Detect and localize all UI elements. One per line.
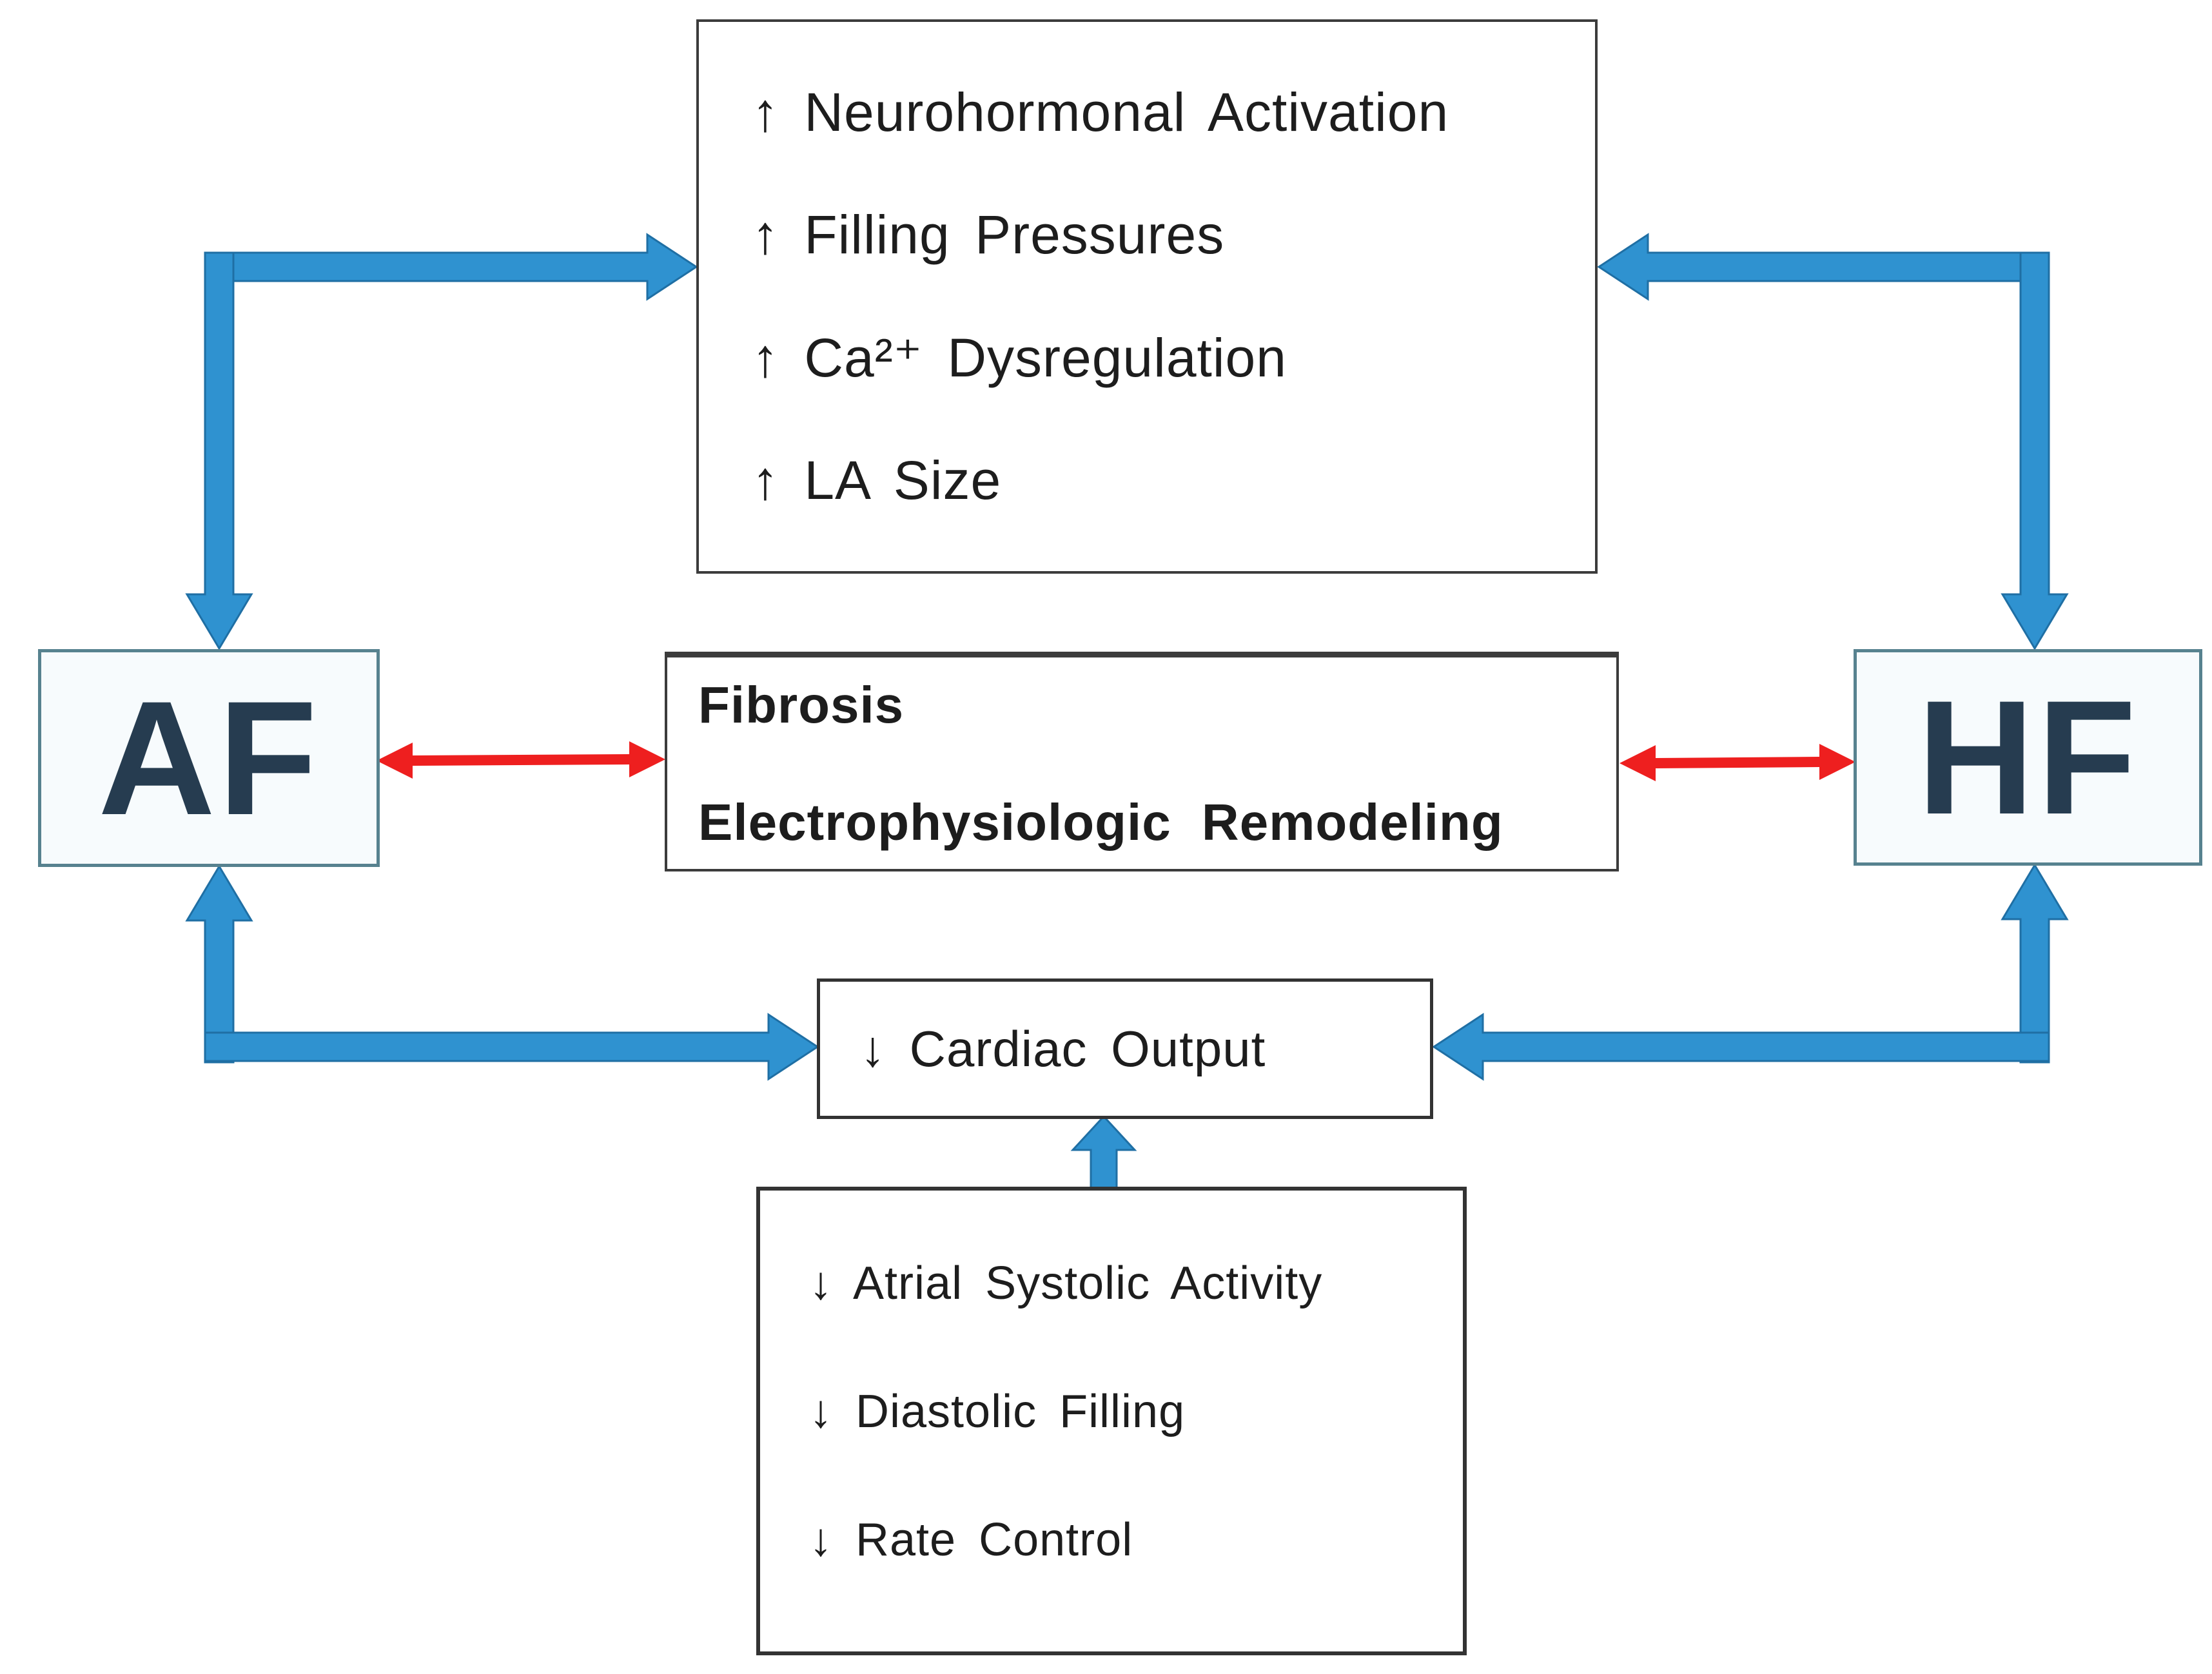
hf-topbox-arrow-left-icon — [1597, 233, 2050, 301]
topbox-hf-arrow-down-icon — [2001, 251, 2069, 650]
af-label: AF — [98, 667, 320, 849]
remodeling-hf-double-arrow-icon — [1620, 744, 1855, 781]
factor-atrial-systolic-activity: ↓ Atrial Systolic Activity — [809, 1257, 1323, 1309]
factor-diastolic-filling: ↓ Diastolic Filling — [809, 1385, 1186, 1437]
af-remodeling-double-arrow-icon — [377, 741, 665, 779]
remodeling-box: Fibrosis Electrophysiologic Remodeling — [665, 652, 1619, 871]
factor-fibrosis: Fibrosis — [698, 676, 905, 734]
factor-rate-control: ↓ Rate Control — [809, 1513, 1133, 1566]
af-topbox-arrow-right-icon — [204, 233, 698, 301]
factor-neurohormonal: ↑ Neurohormonal Activation — [752, 82, 1449, 143]
hf-cardiac-arrow-left-icon — [1432, 1013, 2050, 1081]
factor-electrophysiologic-remodeling: Electrophysiologic Remodeling — [698, 793, 1503, 851]
bottom-factors-box: ↓ Atrial Systolic Activity ↓ Diastolic F… — [756, 1187, 1467, 1655]
top-factors-box: ↑ Neurohormonal Activation ↑ Filling Pre… — [696, 19, 1598, 574]
af-cardiac-arrow-right-icon — [204, 1013, 819, 1081]
factor-filling-pressures: ↑ Filling Pressures — [752, 204, 1225, 266]
hf-node: HF — [1854, 649, 2202, 866]
af-node: AF — [38, 649, 380, 867]
bottombox-cardiac-arrow-up-icon — [1070, 1114, 1137, 1190]
hf-label: HF — [1917, 667, 2139, 848]
factor-ca-dysregulation: ↑ Ca²⁺ Dysregulation — [752, 327, 1287, 388]
factor-la-size: ↑ LA Size — [752, 449, 1002, 511]
cardiac-output-label: ↓ Cardiac Output — [860, 1020, 1266, 1077]
cardiac-output-box: ↓ Cardiac Output — [817, 978, 1433, 1119]
topbox-af-arrow-down-icon — [185, 251, 253, 650]
